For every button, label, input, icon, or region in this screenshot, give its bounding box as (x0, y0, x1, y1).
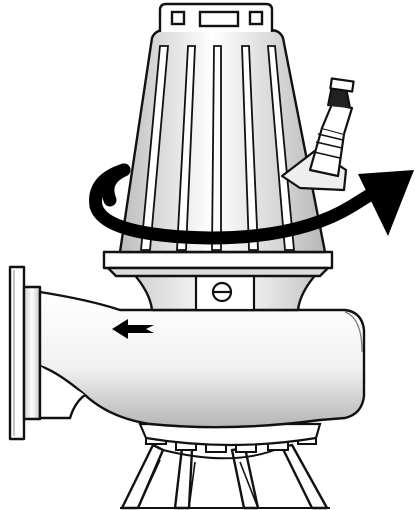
stand-legs (120, 443, 330, 510)
cooling-fins (140, 45, 295, 251)
pump-casing (38, 290, 366, 429)
lifting-handle (158, 2, 274, 32)
rotation-direction-arrow-icon (89, 163, 414, 245)
base-ring (138, 422, 322, 447)
flow-direction-arrow-icon (112, 319, 154, 339)
discharge-flange (8, 265, 42, 441)
cable-entry (280, 77, 355, 192)
motor-flange (102, 250, 334, 278)
